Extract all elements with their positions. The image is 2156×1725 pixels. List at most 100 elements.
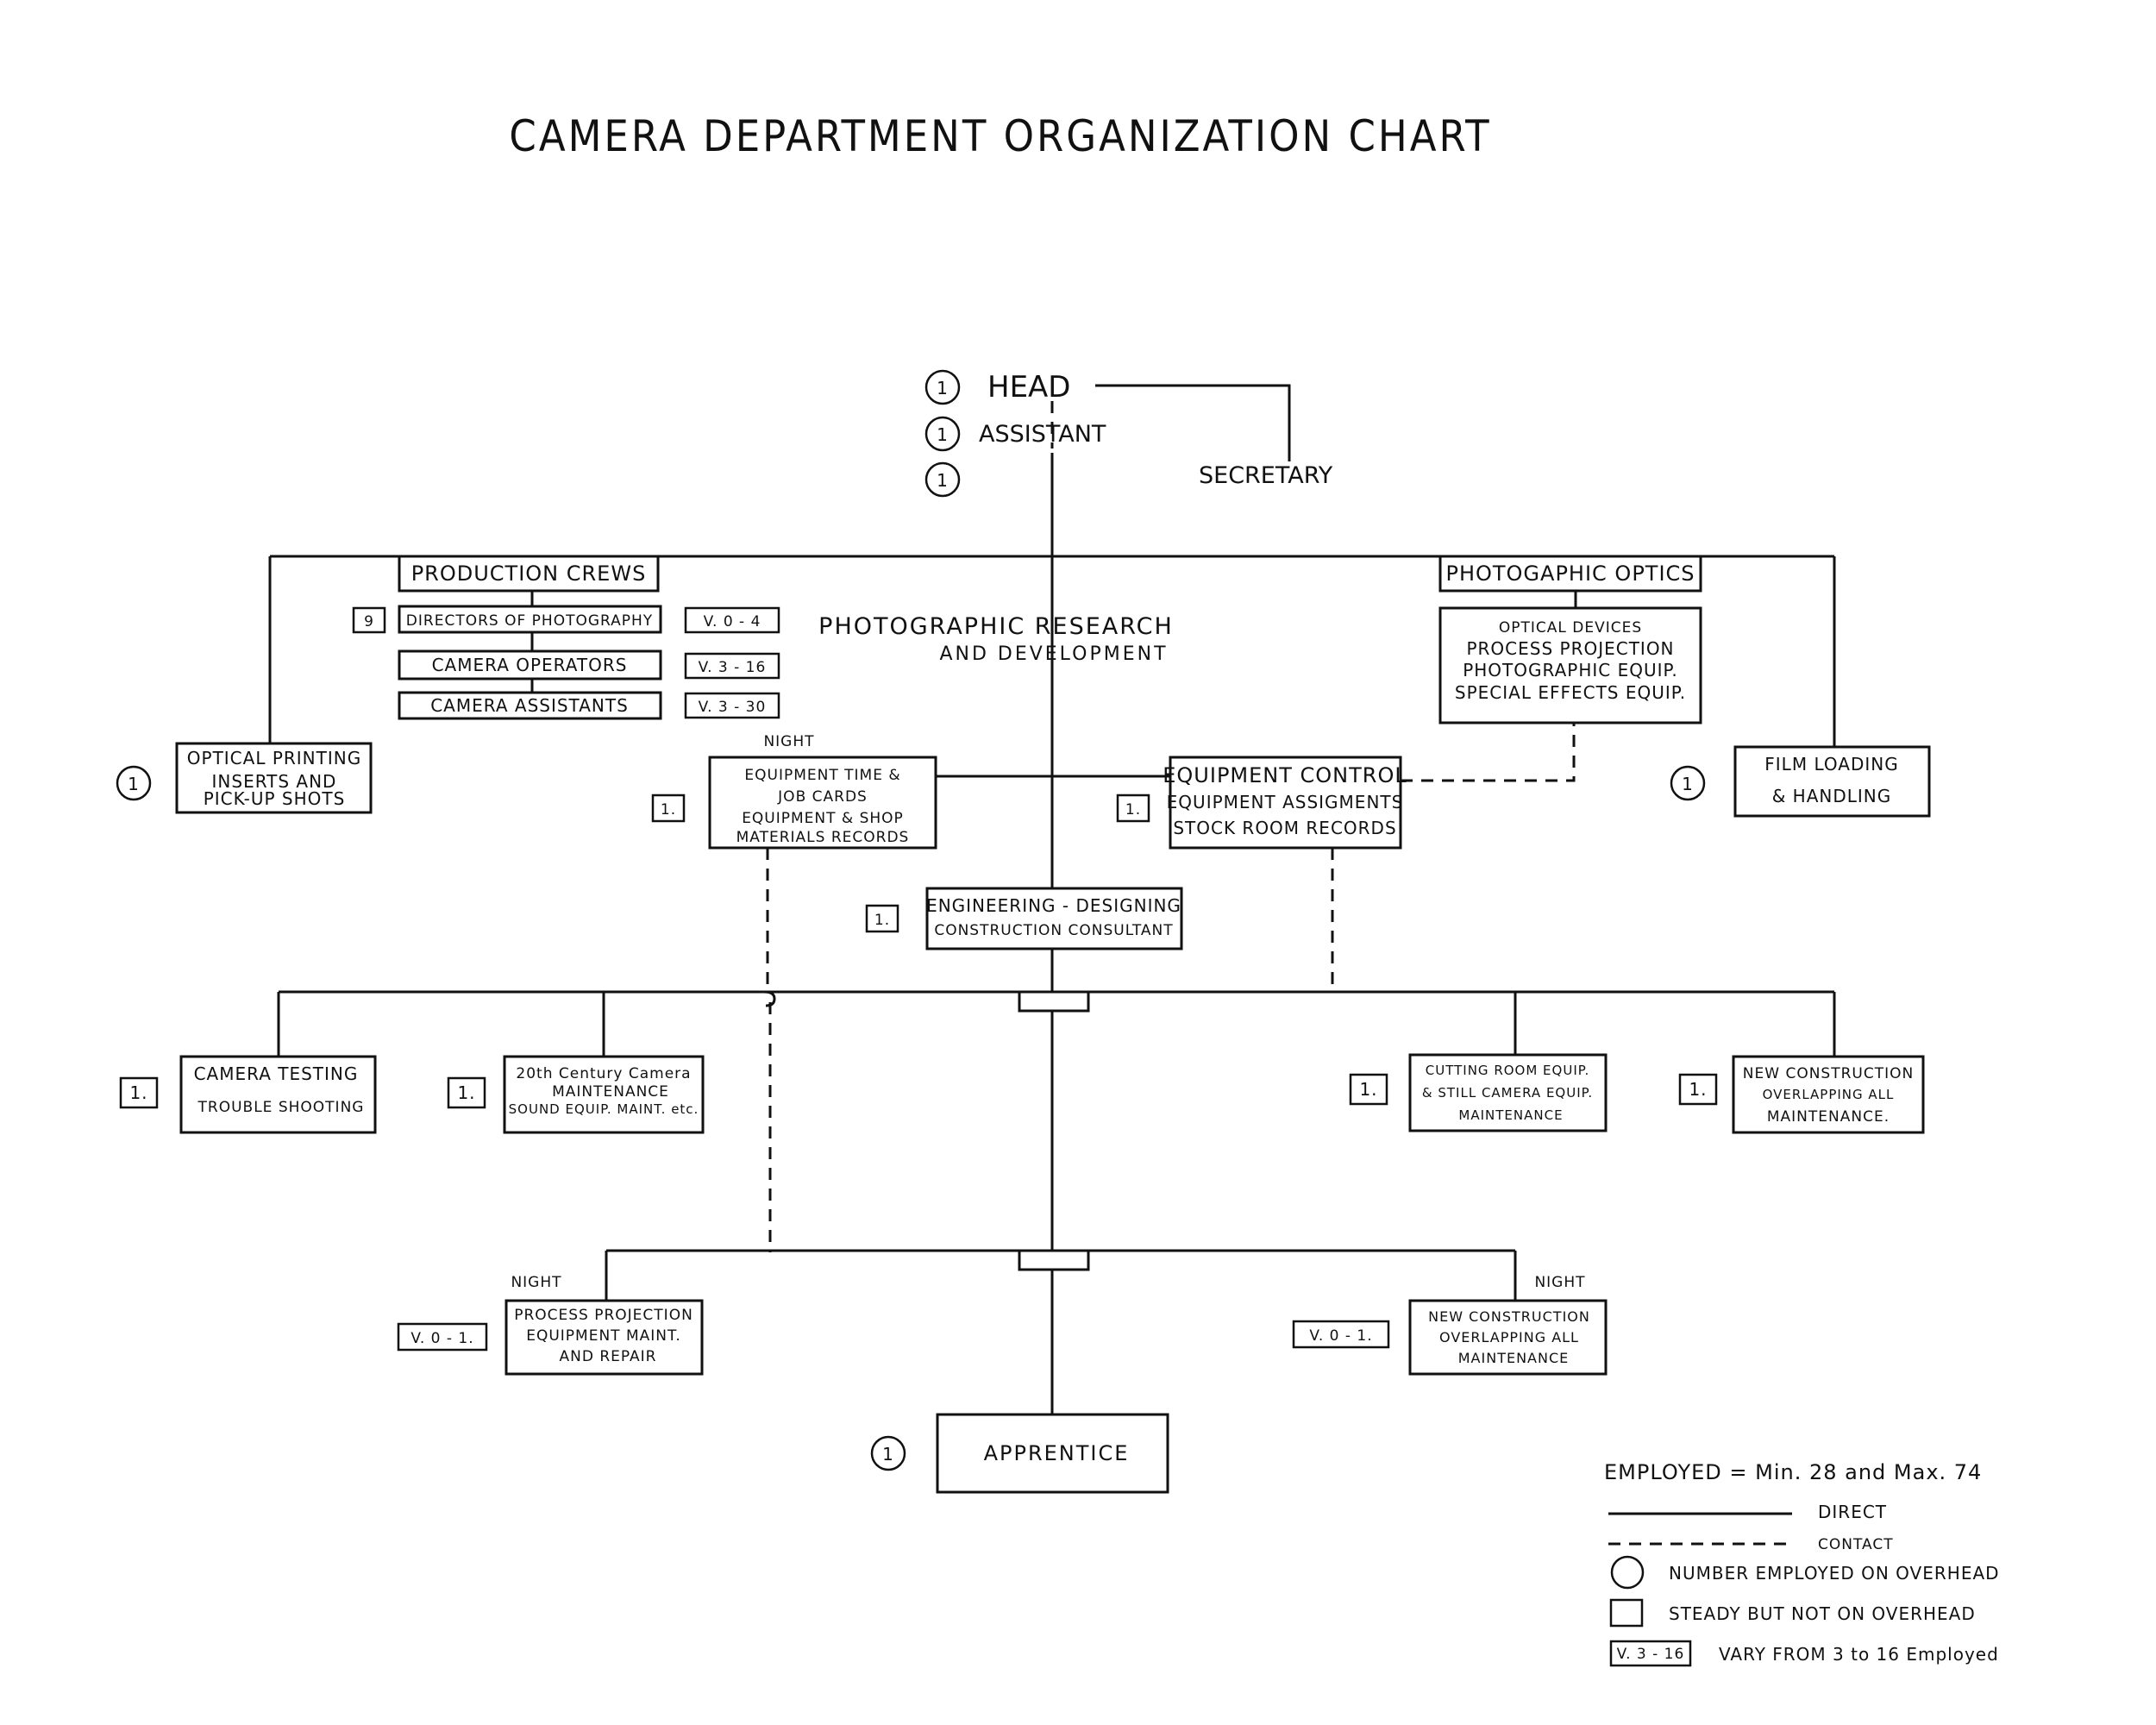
optics-line-1: OPTICAL DEVICES [1499, 619, 1642, 637]
legend-vary: VARY FROM 3 to 16 Employed [1719, 1644, 1999, 1665]
new-construction-night-box [1408, 1299, 1608, 1376]
engineering-count-box [865, 904, 899, 933]
century-line-1: 20th Century Camera [516, 1065, 691, 1082]
optical-printing-count: 1 [128, 774, 140, 794]
legend-circle: NUMBER EMPLOYED ON OVERHEAD [1669, 1563, 2000, 1584]
legend-contact: CONTACT [1818, 1536, 1894, 1553]
optical-printing-box [175, 742, 373, 814]
engineering-line-2: CONSTRUCTION CONSULTANT [934, 922, 1173, 939]
new-construction-box [1732, 1055, 1925, 1134]
cutting-room-line-3: MAINTENANCE [1458, 1107, 1563, 1123]
production-crews-label: PRODUCTION CREWS [411, 561, 647, 586]
optical-printing-line-1: OPTICAL PRINTING [187, 748, 361, 768]
equipment-control-box [1169, 756, 1402, 850]
optical-printing-line-3: PICK-UP SHOTS [204, 788, 346, 809]
film-loading-line-2: & HANDLING [1772, 786, 1892, 806]
assistant-count-circle [924, 416, 961, 452]
century-count-box [447, 1076, 486, 1109]
production-crews-header [398, 555, 660, 593]
head-count: 1 [937, 378, 949, 398]
camera-testing-count: 1. [129, 1082, 147, 1103]
film-loading-count-circle [1670, 765, 1706, 801]
apprentice-box [936, 1413, 1169, 1494]
head-count-circle [924, 369, 961, 405]
secretary-label: SECRETARY [1199, 462, 1333, 489]
camera-testing-line-2: TROUBLE SHOOTING [197, 1099, 365, 1116]
assistant-count: 1 [937, 424, 949, 445]
process-projection-line-2: EQUIPMENT MAINT. [526, 1327, 681, 1345]
century-line-2: MAINTENANCE [552, 1083, 669, 1101]
process-projection-night: NIGHT [511, 1274, 561, 1291]
process-projection-line-1: PROCESS PROJECTION [514, 1307, 693, 1324]
optics-box [1438, 606, 1702, 724]
legend-square-symbol [1609, 1598, 1644, 1628]
apprentice-count: 1 [882, 1444, 894, 1465]
engineering-line-1: ENGINEERING - DESIGNING [926, 895, 1181, 916]
new-construction-line-2: OVERLAPPING ALL [1763, 1087, 1895, 1102]
process-projection-line-3: AND REPAIR [559, 1348, 656, 1365]
new-construction-night-line-3: MAINTENANCE [1458, 1350, 1569, 1366]
process-projection-vary-box [397, 1322, 488, 1352]
optics-line-3: PHOTOGRAPHIC EQUIP. [1463, 660, 1678, 681]
equipment-time-line-3: EQUIPMENT & SHOP [742, 810, 904, 827]
equipment-time-box [708, 756, 937, 850]
camera-testing-box [179, 1055, 377, 1134]
equipment-time-count-box [651, 794, 686, 823]
research-title: PHOTOGRAPHIC RESEARCH [818, 613, 1174, 640]
century-count: 1. [457, 1082, 475, 1103]
apprentice-count-circle [870, 1435, 906, 1471]
line-crossover [763, 990, 776, 1007]
secretary-line [1095, 384, 1291, 461]
process-projection-vary: V. 0 - 1. [411, 1330, 473, 1347]
legend-circle-symbol [1610, 1555, 1645, 1590]
film-loading-count: 1 [1682, 774, 1694, 794]
head-label: HEAD [987, 370, 1071, 405]
new-construction-night-vary: V. 0 - 1. [1309, 1327, 1372, 1345]
century-line-3: SOUND EQUIP. MAINT. etc. [509, 1101, 699, 1117]
film-loading-box [1733, 745, 1931, 818]
new-construction-count: 1. [1689, 1079, 1707, 1100]
operators-vary-box [684, 652, 780, 680]
equipment-time-line-2: JOB CARDS [777, 788, 868, 806]
lower-junction [1018, 1249, 1090, 1271]
equipment-time-line-1: EQUIPMENT TIME & [744, 767, 900, 784]
cutting-room-count: 1. [1359, 1079, 1377, 1100]
middle-junction [1018, 990, 1090, 1013]
cutting-room-count-box [1349, 1073, 1388, 1106]
assistants-label: CAMERA ASSISTANTS [430, 695, 629, 716]
equipment-control-line-3: STOCK ROOM RECORDS [1173, 818, 1396, 838]
legend-employed: EMPLOYED = Min. 28 and Max. 74 [1604, 1460, 1982, 1484]
engineering-count: 1. [874, 912, 890, 929]
process-projection-box [505, 1299, 704, 1376]
new-construction-count-box [1678, 1073, 1718, 1106]
equipment-time-count: 1. [661, 801, 676, 819]
equipment-control-line-1: EQUIPMENT CONTROL [1163, 763, 1407, 787]
cutting-room-line-1: CUTTING ROOM EQUIP. [1426, 1063, 1589, 1078]
cutting-room-box [1408, 1053, 1608, 1132]
engineering-box [925, 887, 1183, 950]
chart-title: CAMERA DEPARTMENT ORGANIZATION CHART [509, 111, 1491, 161]
third-count: 1 [937, 470, 949, 491]
assistant-label: ASSISTANT [979, 421, 1106, 448]
optics-line-4: SPECIAL EFFECTS EQUIP. [1455, 682, 1686, 703]
third-count-circle [924, 461, 961, 498]
new-construction-night-line-2: OVERLAPPING ALL [1439, 1329, 1579, 1346]
optical-printing-line-2: INSERTS AND [212, 771, 337, 792]
equipment-control-line-2: EQUIPMENT ASSIGMENTS [1167, 792, 1404, 812]
camera-testing-line-1: CAMERA TESTING [194, 1063, 359, 1084]
new-construction-night-line-1: NEW CONSTRUCTION [1428, 1308, 1590, 1325]
directors-steady: 9 [364, 613, 374, 630]
assistants-vary-box [684, 692, 780, 719]
research-subtitle: AND DEVELOPMENT [939, 643, 1168, 665]
legend-vary-tag: V. 3 - 16 [1617, 1646, 1685, 1663]
century-box [503, 1055, 705, 1134]
directors-label: DIRECTORS OF PHOTOGRAPHY [406, 612, 653, 630]
equipment-time-line-4: MATERIALS RECORDS [736, 829, 910, 846]
assistants-vary: V. 3 - 30 [699, 699, 767, 716]
directors-steady-box [352, 606, 386, 634]
contact-optics [1401, 723, 1576, 782]
operators-label: CAMERA OPERATORS [432, 655, 628, 675]
assistants-box [398, 691, 662, 720]
optics-label: PHOTOGAPHIC OPTICS [1445, 561, 1695, 586]
